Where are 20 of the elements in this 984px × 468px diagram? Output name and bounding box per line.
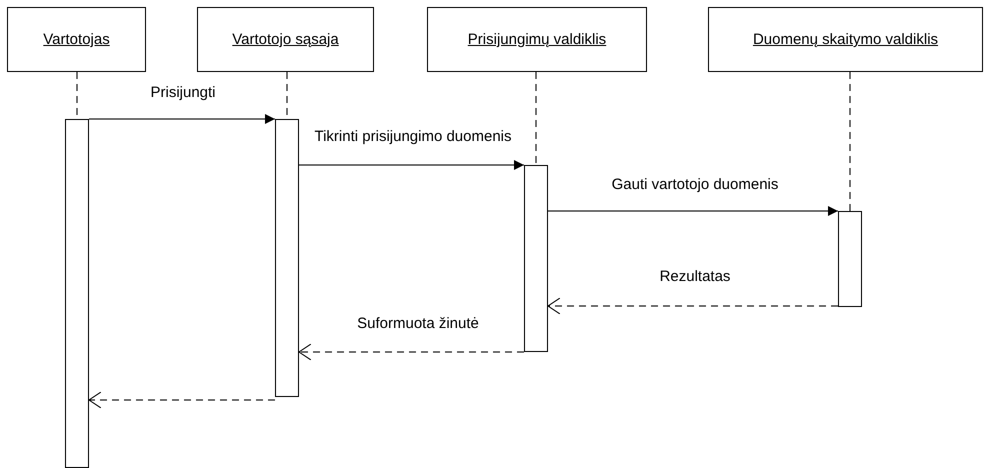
participant-name: Vartotojo sąsaja — [232, 31, 339, 48]
message-label: Tikrinti prisijungimo duomenis — [312, 128, 514, 145]
participant-box — [7, 7, 146, 72]
message-arrow — [88, 114, 276, 124]
participant-box — [427, 7, 647, 72]
return-message-arrow — [88, 392, 276, 408]
message-arrow — [548, 206, 838, 216]
participant-name: Duomenų skaitymo valdiklis — [752, 31, 938, 48]
return-message-arrow — [298, 344, 524, 360]
participant-box — [197, 7, 374, 72]
participant-name: Prisijungimų valdiklis — [468, 31, 606, 48]
participant-name: Vartotojas — [43, 31, 110, 48]
participant-box — [708, 7, 983, 72]
activation-bar — [524, 165, 548, 352]
message-arrow — [298, 160, 524, 170]
return-message-arrow — [548, 298, 838, 314]
activation-bar — [65, 119, 89, 468]
message-label: Gauti vartotojo duomenis — [610, 176, 780, 193]
activation-bar — [275, 119, 299, 397]
activation-bar — [838, 211, 862, 307]
